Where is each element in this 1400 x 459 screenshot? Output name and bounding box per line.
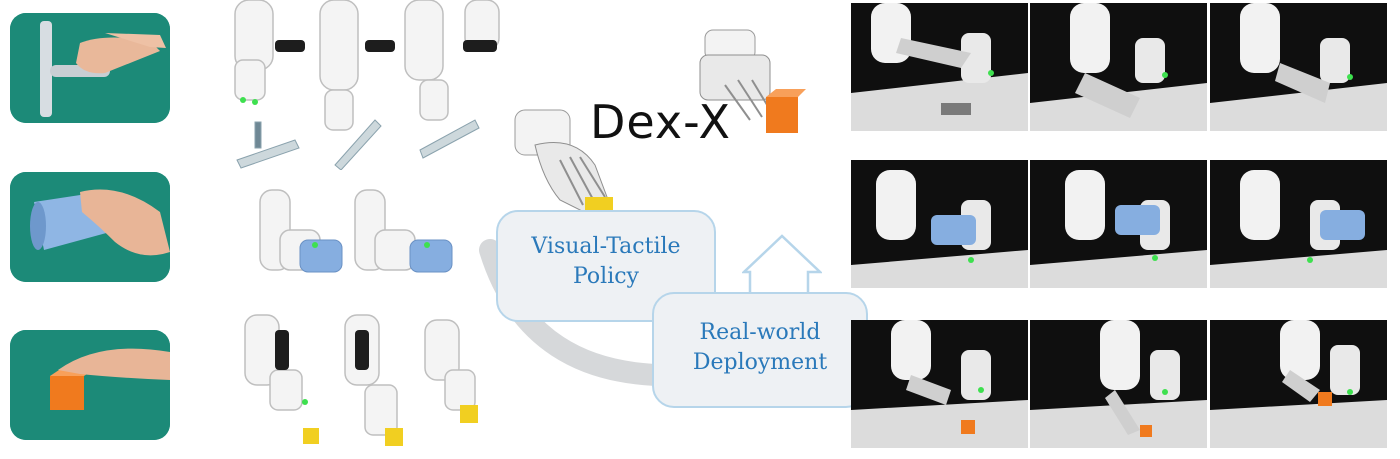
simulation-cup-sequence — [255, 185, 465, 290]
real-world-squeegee-frame-2 — [1030, 3, 1207, 131]
real-world-deployment-label: Real-world Deployment — [652, 292, 868, 408]
human-demo-cup-photo — [10, 172, 170, 282]
real-world-cube-frame-1 — [851, 320, 1028, 448]
real-world-cube-frame-2 — [1030, 320, 1207, 448]
deploy-label-line2: Deployment — [692, 349, 828, 375]
real-world-squeegee-frame-1 — [851, 3, 1028, 131]
deploy-label-line1: Real-world — [699, 320, 821, 345]
simulation-squeegee-sequence — [225, 0, 525, 171]
real-world-cube-frame-3 — [1210, 320, 1387, 448]
simulation-cube-sequence — [235, 310, 505, 455]
policy-label-line2: Policy — [573, 263, 639, 289]
real-world-cup-frame-1 — [851, 160, 1028, 288]
robot-hand-yellow-cube-illustration — [514, 109, 613, 221]
policy-label-line1: Visual-Tactile — [531, 234, 681, 259]
real-world-squeegee-frame-3 — [1210, 3, 1387, 131]
real-world-cup-frame-3 — [1210, 160, 1387, 288]
human-demo-squeegee-photo — [10, 13, 170, 123]
method-title: Dex-X — [590, 95, 731, 149]
human-demo-cube-photo — [10, 330, 170, 440]
robot-hand-orange-cube-illustration — [699, 29, 806, 133]
real-world-cup-frame-2 — [1030, 160, 1207, 288]
